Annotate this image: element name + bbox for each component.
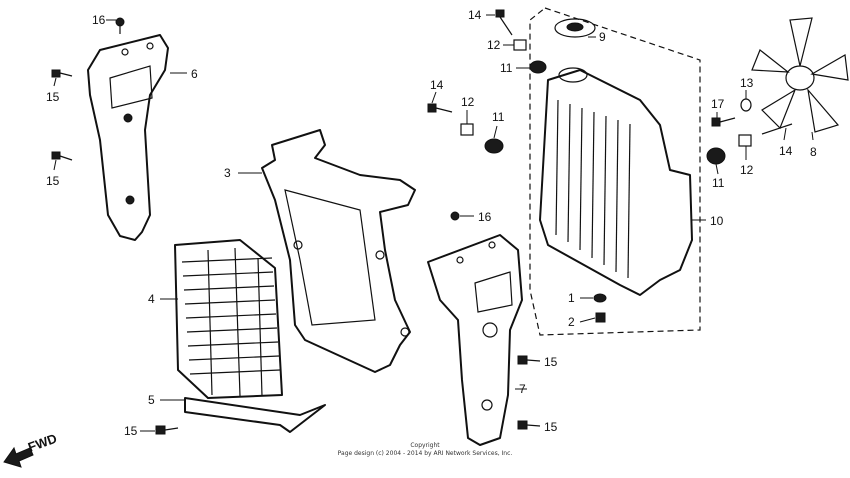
callout-12-top: 12 [487, 38, 501, 52]
callout-14-right: 14 [779, 144, 793, 158]
copyright-line-1: Copyright [410, 442, 440, 449]
washer-13 [740, 98, 752, 112]
callout-7: 7 [519, 382, 526, 396]
callout-2: 2 [568, 315, 575, 329]
callout-15-left-lower: 15 [46, 174, 60, 188]
callout-8: 8 [810, 145, 817, 159]
radiator-cap [554, 18, 596, 38]
bolt-15-right-upper [517, 355, 541, 365]
forward-direction-indicator: FWD [3, 431, 59, 468]
bolt-15-left-upper [51, 69, 73, 78]
radiator-assembly-boundary [529, 7, 701, 336]
callout-9: 9 [599, 30, 606, 44]
bolt-16-middle [450, 211, 460, 221]
callout-17: 17 [711, 97, 725, 111]
grommet-11-top [529, 60, 547, 74]
copyright-footer: Copyright Page design (c) 2004 - 2014 by… [338, 442, 513, 457]
forward-arrow-icon [3, 446, 34, 468]
forward-label: FWD [26, 431, 59, 455]
bolt-15-lower-left [155, 425, 179, 435]
right-shroud-bracket [427, 234, 523, 446]
drain-bolt-2 [595, 312, 606, 323]
bolt-14-top [495, 9, 513, 36]
callout-11-middle: 11 [492, 110, 505, 124]
callout-5: 5 [148, 393, 155, 407]
callout-15-left-upper: 15 [46, 90, 60, 104]
lower-grille-strip [184, 397, 326, 433]
left-shroud-bracket [87, 34, 169, 241]
radiator-grille [174, 239, 283, 399]
callout-15-right-upper: 15 [544, 355, 558, 369]
bolt-14-right [761, 123, 793, 135]
bolt-14-middle [427, 103, 453, 113]
callout-3: 3 [224, 166, 231, 180]
callout-13: 13 [740, 76, 754, 90]
bolt-17 [711, 117, 736, 127]
callout-12-right: 12 [740, 163, 754, 177]
radiator-core [539, 67, 693, 296]
callout-14-top: 14 [468, 8, 482, 22]
cooling-fan [751, 17, 849, 133]
callout-11-right: 11 [712, 176, 725, 190]
collar-12-top [513, 39, 527, 51]
callout-15-lower-left: 15 [124, 424, 138, 438]
radiator-shroud-frame [261, 129, 416, 373]
callout-6: 6 [191, 67, 198, 81]
washer-1 [593, 293, 607, 303]
callout-12-middle: 12 [461, 95, 475, 109]
collar-12-middle [460, 123, 474, 136]
callout-labels: 16 6 15 15 3 4 5 15 14 12 11 9 14 12 11 … [46, 8, 817, 438]
callout-16-top: 16 [92, 13, 106, 27]
grommet-11-middle [484, 138, 504, 154]
bolt-16-top [115, 17, 125, 34]
bolt-15-right-lower [517, 420, 541, 430]
callout-10: 10 [710, 214, 724, 228]
callout-14-middle: 14 [430, 78, 444, 92]
callout-1: 1 [568, 291, 575, 305]
leader-lines [53, 14, 814, 432]
callout-11-top: 11 [500, 61, 513, 75]
grommet-11-right [706, 147, 726, 165]
bolt-15-left-lower [51, 151, 73, 161]
copyright-line-2: Page design (c) 2004 - 2014 by ARI Netwo… [338, 450, 513, 457]
collar-12-right [738, 134, 752, 147]
callout-4: 4 [148, 292, 155, 306]
callout-15-right-lower: 15 [544, 420, 558, 434]
callout-16-middle: 16 [478, 210, 492, 224]
